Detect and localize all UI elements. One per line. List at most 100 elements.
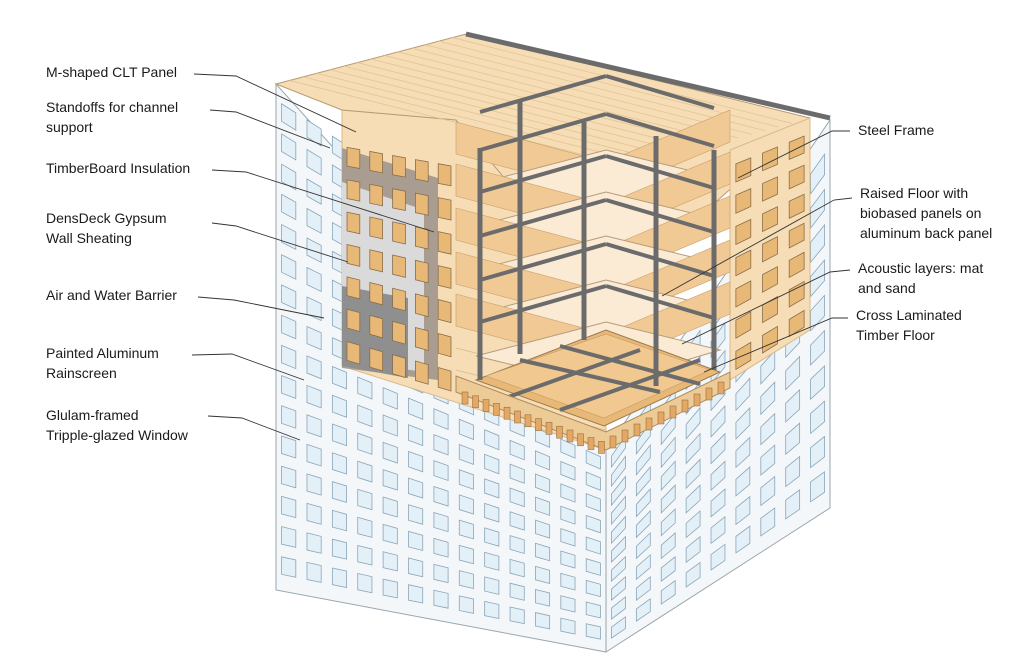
leader-line bbox=[703, 317, 848, 373]
facade-window bbox=[433, 460, 449, 482]
facade-window bbox=[357, 516, 373, 538]
wall-panel-opening bbox=[369, 282, 383, 306]
steel-beam bbox=[605, 112, 715, 148]
facade-window bbox=[585, 493, 601, 513]
facade-window bbox=[735, 525, 751, 554]
facade-window bbox=[560, 438, 576, 459]
facade-window bbox=[611, 515, 626, 545]
svg-text:Glulam-framed: Glulam-framed bbox=[46, 407, 139, 423]
facade-window bbox=[509, 582, 525, 601]
svg-text:Acoustic layers: mat: Acoustic layers: mat bbox=[858, 260, 983, 276]
facade-window bbox=[735, 436, 751, 469]
facade-window bbox=[281, 223, 297, 251]
wall-panel-opening bbox=[437, 265, 452, 289]
facade-window bbox=[458, 544, 474, 565]
facade-window bbox=[281, 254, 297, 280]
roof-grid-line bbox=[384, 55, 725, 142]
wall-panel-opening bbox=[735, 218, 752, 246]
leader-lines bbox=[191, 73, 853, 441]
facade-window bbox=[509, 558, 525, 578]
svg-text:Cross Laminated: Cross Laminated bbox=[856, 307, 962, 323]
facade-window bbox=[560, 617, 576, 635]
label-line: TimberBoard Insulation bbox=[46, 160, 190, 176]
roof-grid-line bbox=[330, 69, 671, 157]
wall-panel-opening bbox=[415, 360, 429, 385]
base-joist bbox=[577, 433, 584, 447]
facade-window bbox=[382, 496, 398, 518]
wall-panel-opening bbox=[762, 176, 778, 202]
facade-window bbox=[331, 365, 347, 390]
facade-window bbox=[281, 556, 297, 578]
facade-window bbox=[306, 296, 322, 322]
facade-window bbox=[484, 527, 500, 547]
facade-window bbox=[331, 538, 347, 560]
facade-window bbox=[281, 284, 297, 310]
facade-window bbox=[685, 535, 701, 564]
roof-grid-line bbox=[357, 62, 698, 149]
facade-window bbox=[484, 576, 500, 595]
facade-window bbox=[458, 469, 474, 490]
steel-beam bbox=[605, 242, 715, 278]
label-line: Wall Sheating bbox=[46, 230, 132, 246]
steel-floor-beam bbox=[519, 358, 661, 394]
base-joist bbox=[717, 381, 725, 395]
facade-window bbox=[281, 495, 297, 519]
facade-window bbox=[660, 579, 676, 605]
steel-frame-members bbox=[477, 74, 717, 412]
roof-grid-line bbox=[316, 72, 657, 160]
svg-text:Painted Aluminum: Painted Aluminum bbox=[46, 345, 159, 361]
facade-window bbox=[560, 483, 576, 503]
facade-window bbox=[331, 394, 347, 418]
wall-panel-opening bbox=[346, 341, 361, 365]
base-joist bbox=[493, 403, 500, 416]
facade-window bbox=[408, 477, 424, 499]
facade-window bbox=[306, 237, 322, 264]
facade-window bbox=[357, 432, 373, 455]
facade-window bbox=[710, 515, 726, 545]
facade-window bbox=[810, 153, 825, 196]
steel-beam bbox=[605, 74, 715, 110]
roof-grid-line bbox=[425, 44, 766, 132]
wall-panel-opening bbox=[735, 157, 752, 183]
label-raised-floor: Raised Floor with biobased panels on alu… bbox=[860, 185, 992, 241]
facade-window bbox=[281, 103, 297, 131]
facade-window bbox=[560, 505, 576, 525]
facade-window bbox=[585, 471, 601, 491]
svg-text:Tripple-glazed Window: Tripple-glazed Window bbox=[46, 427, 189, 443]
svg-text:Wall Sheating: Wall Sheating bbox=[46, 230, 132, 246]
label-glulam-window: Glulam-framed Tripple-glazed Window bbox=[46, 407, 189, 443]
facade-window bbox=[458, 418, 474, 441]
facade-window bbox=[382, 386, 398, 410]
facade-window bbox=[306, 266, 322, 293]
facade-window bbox=[785, 489, 801, 520]
facade-window bbox=[382, 578, 398, 599]
leader-line bbox=[193, 73, 357, 133]
facade-window bbox=[560, 572, 576, 591]
facade-window bbox=[357, 573, 373, 594]
facade-window bbox=[685, 458, 701, 490]
wall-panel-opening bbox=[392, 287, 406, 312]
steel-beam bbox=[605, 154, 715, 190]
facade-window bbox=[357, 488, 373, 511]
facade-window bbox=[433, 485, 449, 507]
facade-window bbox=[509, 606, 525, 625]
wall-panel-opening bbox=[437, 231, 452, 255]
wall-panel-opening bbox=[437, 366, 452, 392]
facade-window bbox=[710, 488, 726, 518]
facade-window bbox=[710, 460, 726, 492]
facade-window bbox=[685, 484, 701, 514]
wall-panel-opening bbox=[437, 299, 452, 324]
facade-window bbox=[611, 475, 626, 507]
base-joist bbox=[609, 435, 617, 449]
roof-grid-line bbox=[398, 51, 739, 139]
wall-panel-opening bbox=[346, 179, 361, 202]
svg-text:aluminum back panel: aluminum back panel bbox=[860, 225, 992, 241]
wall-panel-opening bbox=[735, 280, 752, 308]
facade-window bbox=[306, 473, 322, 496]
label-line: Timber Floor bbox=[856, 327, 935, 343]
label-painted-aluminum: Painted Aluminum Rainscreen bbox=[46, 345, 159, 381]
label-line: Cross Laminated bbox=[856, 307, 962, 323]
facade-window bbox=[306, 502, 322, 525]
steel-beam bbox=[479, 154, 607, 194]
